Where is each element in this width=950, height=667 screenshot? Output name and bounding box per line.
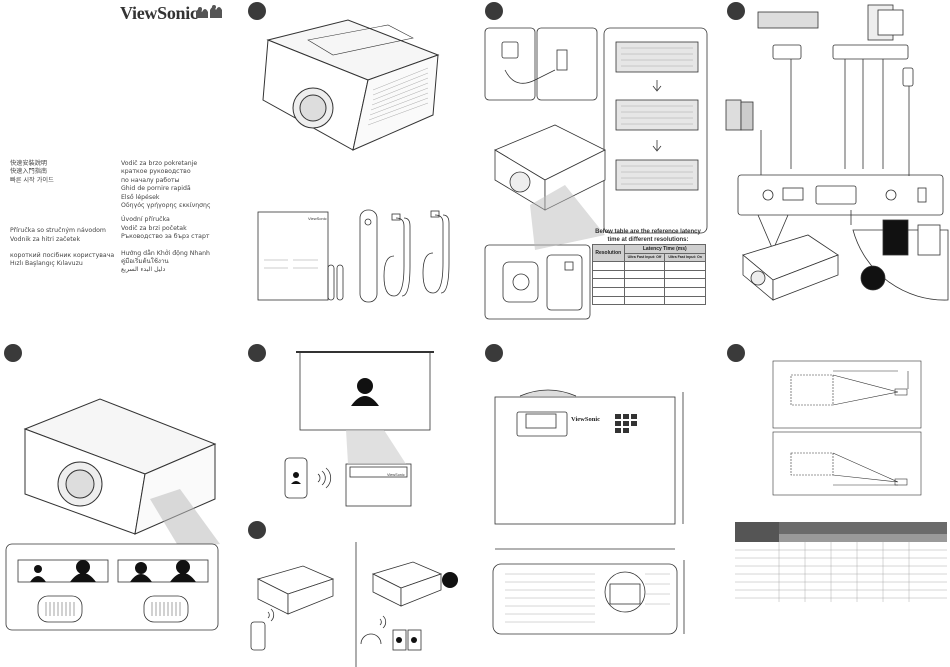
language-list-left: 快速安裝說明 快速入門指南 빠른 시작 가이드 Příručka so stru… [10, 160, 115, 268]
step-marker [247, 343, 266, 362]
resolution-header: Resolution [592, 243, 625, 263]
step-marker [485, 343, 503, 362]
mirroring-illustration: ViewSonic [250, 350, 458, 667]
birds-logo-icon [196, 5, 222, 18]
step-marker [485, 2, 503, 20]
panel-zoom [0, 334, 238, 667]
panel-mirroring: ViewSonic [238, 334, 476, 667]
step-marker [247, 520, 266, 539]
step-marker [726, 343, 745, 362]
box-logo-icon: ViewSonic [308, 216, 327, 221]
table-row [592, 261, 706, 271]
language-list-right: Vodič za brzo pokretanje краткое руковод… [121, 160, 211, 274]
cover-panel: ViewSonic® 快速安裝說明 快速入門指南 빠른 시작 가이드 Příru… [0, 0, 238, 334]
latency-table: Resolution Latency Time (ms) Ultra Fast … [592, 243, 707, 306]
latency-title: Below table are the reference latency ti… [595, 229, 701, 243]
latency-header: Latency Time (ms) [623, 244, 707, 254]
panel-distance [713, 334, 950, 667]
table-row [592, 269, 706, 280]
specs-table [734, 521, 947, 608]
step-marker [4, 343, 22, 362]
projector-logo: ViewSonic [571, 415, 601, 423]
dimensions-illustration [492, 389, 685, 634]
table-row [592, 295, 706, 306]
projector-logo-icon: ViewSonic [387, 473, 405, 477]
panel-box-contents: ViewSonic [238, 0, 476, 334]
table-row [592, 286, 706, 297]
power-illustration [484, 27, 708, 320]
latency-col2: Ultra Fast Input: On [664, 252, 706, 263]
zoom-illustration [5, 397, 220, 630]
distance-diagram [772, 360, 921, 495]
panel-dimensions: ViewSonic [475, 334, 713, 667]
projector-illustration: ViewSonic [257, 19, 449, 303]
step-marker [726, 2, 745, 20]
step-marker [247, 2, 266, 20]
latency-col1: Ultra Fast Input: Off [623, 252, 666, 263]
table-row [592, 278, 706, 288]
panel-connections [713, 0, 950, 334]
panel-power [475, 0, 713, 334]
connection-diagram [725, 4, 948, 301]
